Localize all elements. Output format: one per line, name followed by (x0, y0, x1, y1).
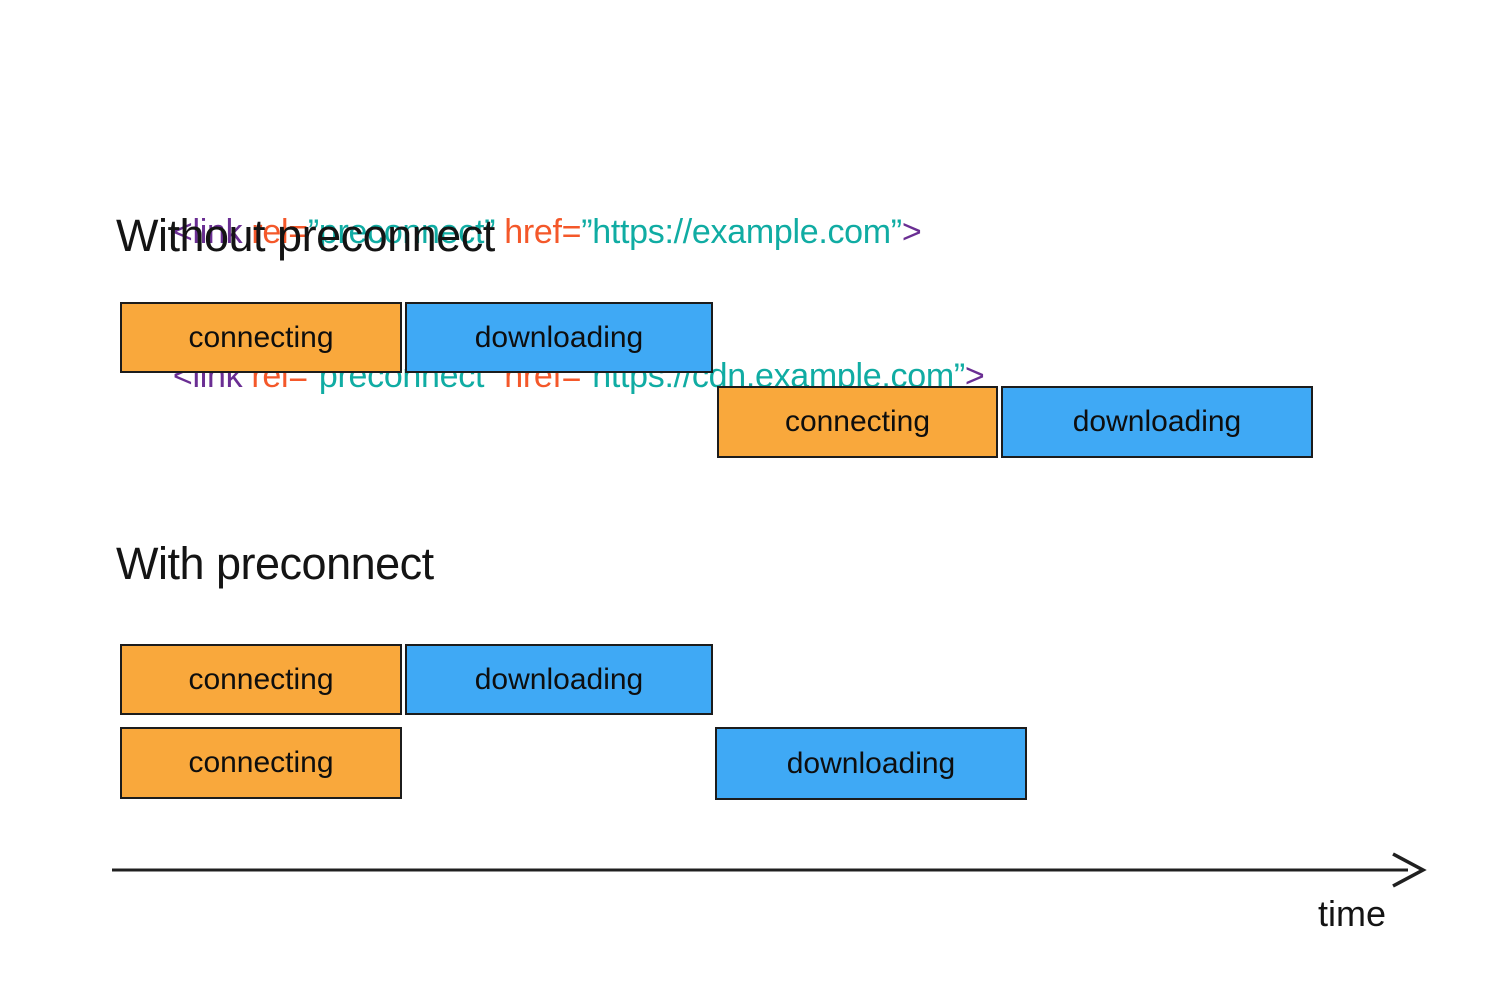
bar-label: downloading (1072, 405, 1242, 438)
bar-label: downloading (474, 662, 644, 696)
code-segment: <link (172, 213, 243, 251)
code-segment: ”https://example.com” (581, 213, 902, 251)
section-title-without-preconnect: Without preconnect (116, 210, 495, 261)
time-axis-arrow (112, 852, 1427, 888)
code-segment: href= (495, 213, 582, 251)
bar-label: connecting (188, 746, 334, 779)
code-segment: > (901, 213, 922, 251)
bar-label: connecting (784, 405, 931, 438)
code-line: <link rel=”preconnect” href=”https://exa… (118, 160, 984, 251)
bar-downloading: downloading (405, 644, 713, 715)
bar-downloading: downloading (1001, 386, 1313, 458)
section-title-with-preconnect: With preconnect (116, 538, 434, 589)
bar-connecting: connecting (120, 302, 402, 373)
code-segment: ”preconnect” (307, 213, 496, 251)
bar-label: connecting (188, 662, 334, 696)
bar-label: connecting (188, 320, 334, 354)
time-axis-label: time (1318, 893, 1387, 934)
bar-label: downloading (786, 746, 956, 780)
code-segment: > (964, 357, 985, 395)
bar-downloading: downloading (405, 302, 713, 373)
bar-connecting: connecting (120, 644, 402, 715)
bar-label: downloading (474, 320, 644, 354)
bar-connecting: connecting (717, 386, 998, 458)
code-segment: rel= (242, 213, 308, 251)
bar-downloading: downloading (715, 727, 1027, 800)
bar-connecting: connecting (120, 727, 402, 799)
